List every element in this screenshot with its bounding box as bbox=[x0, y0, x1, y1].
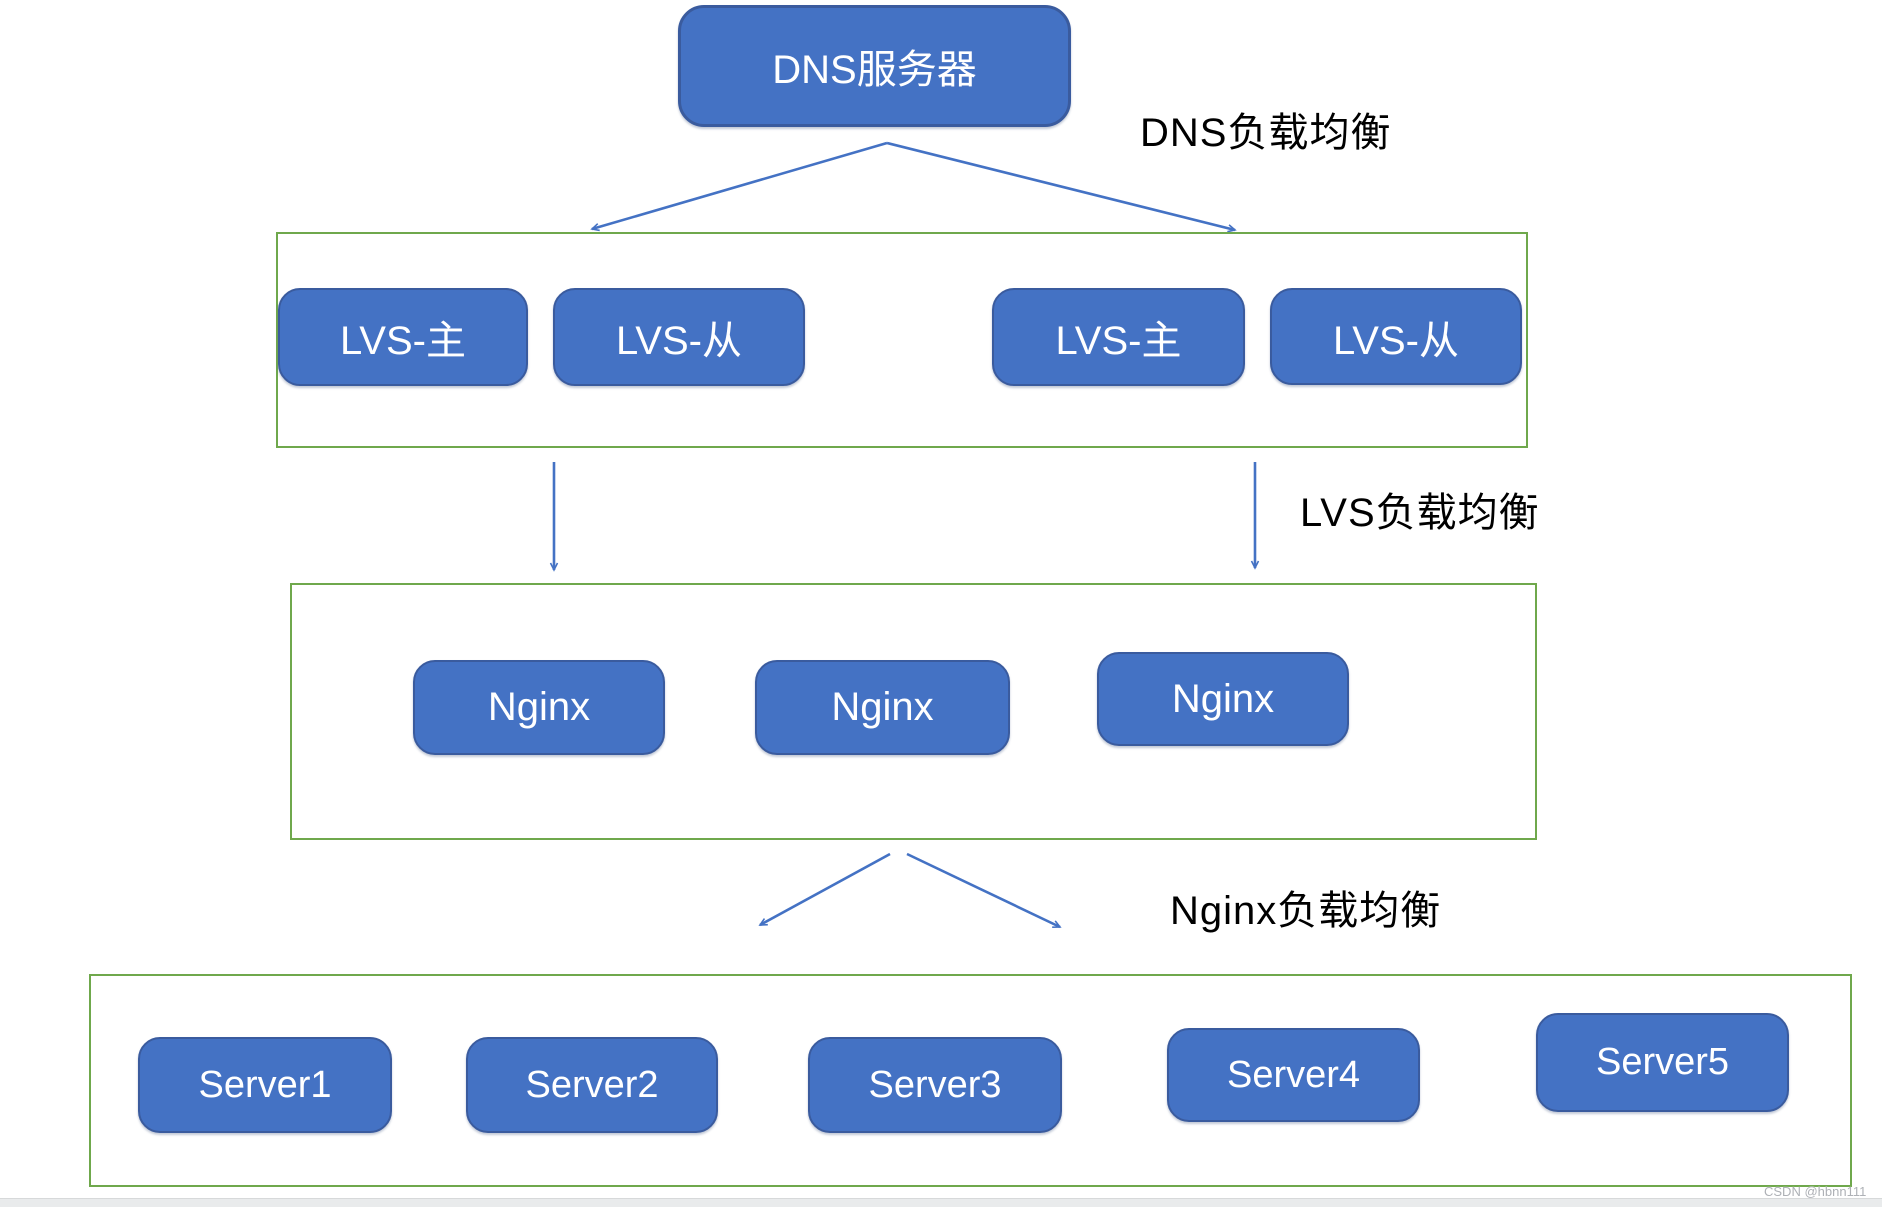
lvs-master-node-1[interactable]: LVS-主 bbox=[278, 288, 528, 386]
arrow-dns-to-lvs-left bbox=[590, 141, 888, 232]
arrow-nginx-to-servers-right bbox=[906, 852, 1062, 929]
lvs-load-balancing-label: LVS负载均衡 bbox=[1300, 491, 1540, 535]
lvs-slave-node-2[interactable]: LVS-从 bbox=[1270, 288, 1522, 385]
bottom-edge-bar bbox=[0, 1198, 1882, 1207]
server-node-2[interactable]: Server2 bbox=[466, 1037, 718, 1133]
server-node-label: Server2 bbox=[525, 1063, 659, 1106]
dns-load-balancing-label: DNS负载均衡 bbox=[1140, 111, 1392, 155]
server-node-1[interactable]: Server1 bbox=[138, 1037, 392, 1133]
dns-server-node[interactable]: DNS服务器 bbox=[678, 5, 1071, 127]
lvs-master-node-2[interactable]: LVS-主 bbox=[992, 288, 1245, 386]
server-node-label: Server4 bbox=[1226, 1053, 1361, 1096]
server-node-3[interactable]: Server3 bbox=[808, 1037, 1062, 1133]
server-node-4[interactable]: Server4 bbox=[1167, 1028, 1420, 1122]
lvs-node-label: LVS-主 bbox=[1055, 319, 1182, 363]
csdn-watermark: CSDN @hbnn111 bbox=[1764, 1184, 1867, 1199]
nginx-node-2[interactable]: Nginx bbox=[755, 660, 1010, 755]
nginx-node-label: Nginx bbox=[1171, 676, 1275, 721]
server-node-5[interactable]: Server5 bbox=[1536, 1013, 1789, 1112]
arrow-nginx-to-servers-left bbox=[758, 852, 891, 927]
server-node-label: Server5 bbox=[1595, 1041, 1730, 1083]
server-node-label: Server3 bbox=[868, 1063, 1002, 1106]
nginx-node-1[interactable]: Nginx bbox=[413, 660, 665, 755]
lvs-slave-node-1[interactable]: LVS-从 bbox=[553, 288, 805, 386]
dns-server-label: DNS服务器 bbox=[772, 48, 977, 92]
nginx-node-label: Nginx bbox=[487, 685, 591, 729]
nginx-node-label: Nginx bbox=[831, 685, 934, 729]
lvs-node-label: LVS-从 bbox=[616, 319, 742, 363]
lvs-node-label: LVS-从 bbox=[1333, 318, 1459, 363]
server-node-label: Server1 bbox=[198, 1063, 332, 1106]
nginx-node-3[interactable]: Nginx bbox=[1097, 652, 1349, 746]
nginx-load-balancing-label: Nginx负载均衡 bbox=[1170, 889, 1442, 933]
lvs-node-label: LVS-主 bbox=[340, 319, 466, 363]
